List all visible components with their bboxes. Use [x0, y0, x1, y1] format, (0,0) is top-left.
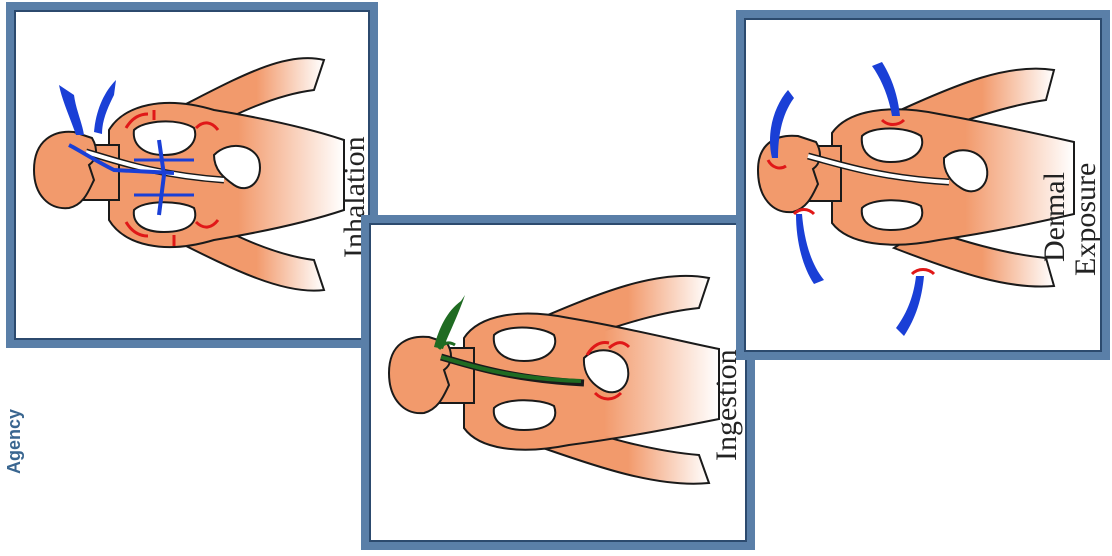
inhalation-body-illustration — [14, 10, 370, 340]
dermal-label-line-2: Exposure — [1071, 163, 1101, 276]
inhalation-panel: Inhalation — [6, 2, 378, 348]
ingestion-label: Ingestion — [712, 349, 742, 461]
ingestion-panel: Ingestion — [361, 215, 755, 550]
ingestion-body-illustration — [369, 223, 747, 542]
dermal-exposure-panel: Dermal Exposure — [736, 10, 1110, 360]
dermal-label-line-1: Dermal — [1040, 172, 1070, 262]
agency-label: Agency — [4, 409, 25, 474]
